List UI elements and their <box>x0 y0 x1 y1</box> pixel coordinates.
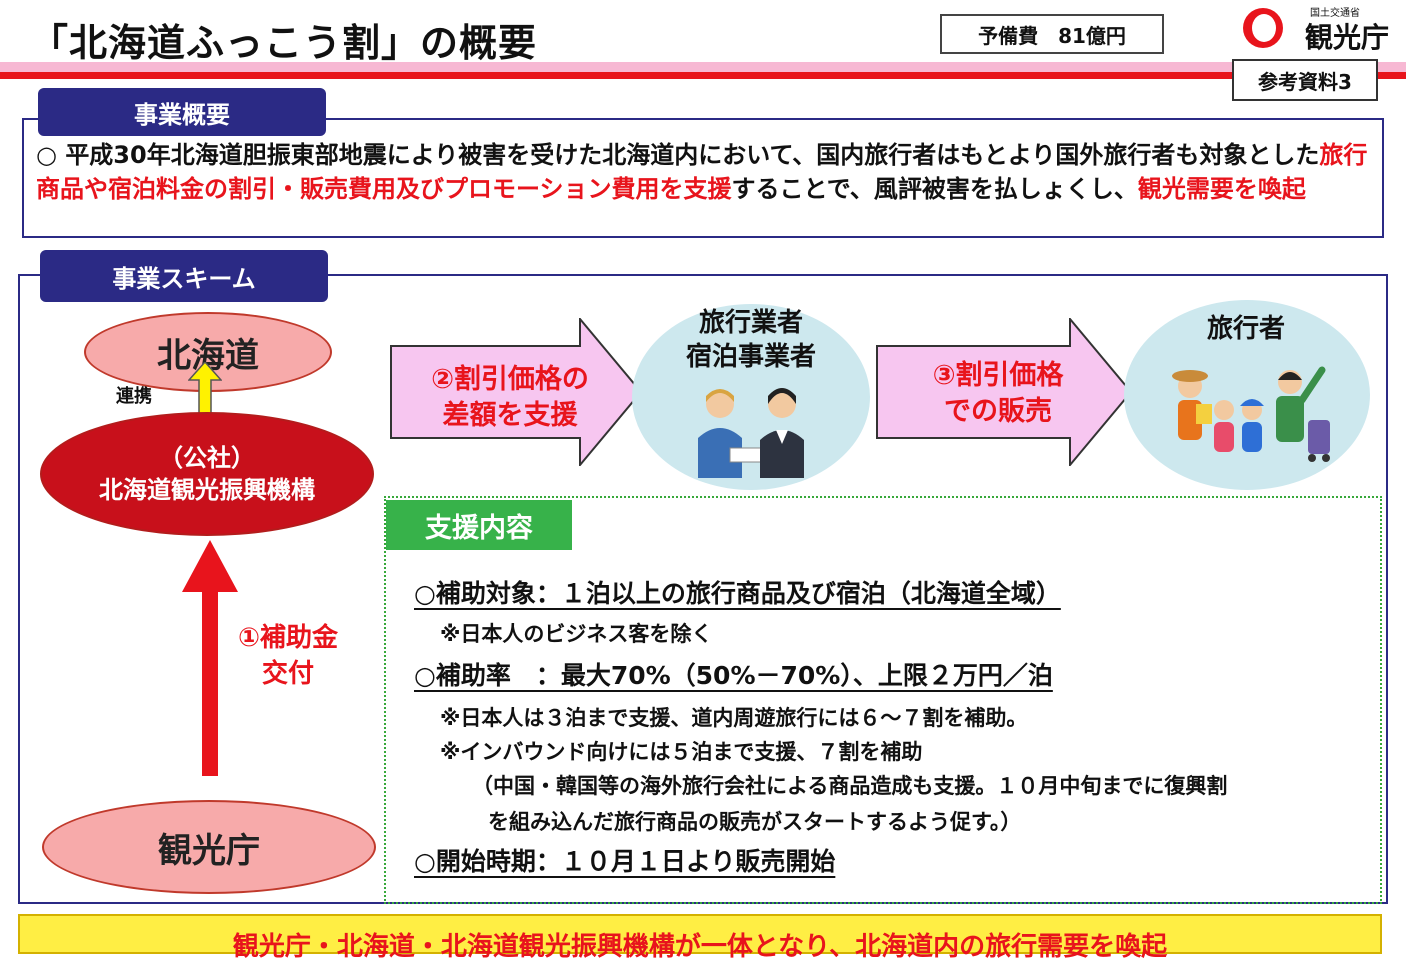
renkei-label: 連携 <box>116 386 152 407</box>
overview-bullet: ○ <box>36 141 57 169</box>
support-label: 支援内容 <box>386 500 572 550</box>
subsidy-label: ①補助金 交付 <box>226 620 350 692</box>
subsidy-line2: 交付 <box>261 659 314 689</box>
overview-label: 事業概要 <box>38 88 326 136</box>
discount-support-line2: 差額を支援 <box>442 400 578 431</box>
header-pink-band <box>0 62 1406 72</box>
logo-ministry-text: 国土交通省 <box>1310 8 1360 19</box>
discount-sales-text: ③割引価格 での販売 <box>880 358 1116 430</box>
discount-support-text: ②割引価格の 差額を支援 <box>400 362 620 434</box>
support-note-business: ※日本人のビジネス客を除く <box>440 622 713 646</box>
kanko-node: 観光庁 <box>42 800 376 894</box>
agency-label: 旅行業者 宿泊事業者 <box>640 306 862 374</box>
page-title: 「北海道ふっこう割」の概要 <box>30 21 538 65</box>
discount-sales-arrow <box>876 318 1132 466</box>
overview-box <box>22 118 1384 238</box>
support-box <box>384 496 1382 904</box>
logo-agency-name: 観光庁 <box>1305 21 1390 54</box>
header-red-band <box>0 72 1406 79</box>
kiko-line2: 北海道観光振興機構 <box>99 476 315 504</box>
bottom-banner-text: 観光庁・北海道・北海道観光振興機構が一体となり、北海道内の旅行需要を喚起 <box>232 932 1168 962</box>
support-note-domestic: ※日本人は３泊まで支援、道内周遊旅行には６～７割を補助。 <box>440 706 1028 730</box>
budget-badge: 予備費 81億円 <box>940 14 1164 54</box>
support-start-date: ○開始時期：１０月１日より販売開始 <box>414 847 836 876</box>
overview-text: ○ 平成30年北海道胆振東部地震により被害を受けた北海道内において、国内旅行者は… <box>36 138 1376 206</box>
support-subsidy-rate: ○補助率 ：最大70%（50%－70%）、上限２万円／泊 <box>414 661 1053 690</box>
discount-support-line1: ②割引価格の <box>431 364 589 395</box>
kiko-node: （公社） 北海道観光振興機構 <box>40 412 374 536</box>
overview-text-highlight1: 旅行商品や宿泊料金の割引・販売費用及びプロモーション費用を支援 <box>36 141 1368 203</box>
support-subsidy-target: ○補助対象：１泊以上の旅行商品及び宿泊（北海道全域） <box>414 579 1061 608</box>
traveler-label: 旅行者 <box>1206 314 1285 344</box>
double-arrow-icon <box>188 362 222 444</box>
support-note-overseas-1: （中国・韓国等の海外旅行会社による商品造成も支援。１０月中旬までに復興割 <box>472 774 1228 798</box>
discount-sales-line2: での販売 <box>944 396 1052 427</box>
family-travelers-icon <box>1172 366 1330 462</box>
up-arrow-icon <box>182 540 238 776</box>
reference-badge: 参考資料3 <box>1232 59 1378 101</box>
support-note-inbound: ※インバウンド向けには５泊まで支援、７割を補助 <box>440 740 923 764</box>
overview-text-highlight2: 観光需要を喚起 <box>1137 175 1306 203</box>
business-people-icon <box>698 388 804 478</box>
discount-support-arrow <box>390 318 642 466</box>
agency-logo-icon <box>1243 8 1283 48</box>
kiko-line1: （公社） <box>159 444 255 472</box>
support-note-overseas-2: を組み込んだ旅行商品の販売がスタートするよう促す。） <box>488 810 1022 834</box>
overview-text-part2: することで、風評被害を払しょくし、 <box>731 175 1138 203</box>
overview-text-part1: 平成30年北海道胆振東部地震により被害を受けた北海道内において、国内旅行者はもと… <box>65 141 1320 169</box>
subsidy-line1: ①補助金 <box>237 623 338 653</box>
scheme-label: 事業スキーム <box>40 250 328 302</box>
agency-line1: 旅行業者 <box>698 308 803 338</box>
discount-sales-line1: ③割引価格 <box>932 360 1064 391</box>
agency-line2: 宿泊事業者 <box>685 342 816 372</box>
